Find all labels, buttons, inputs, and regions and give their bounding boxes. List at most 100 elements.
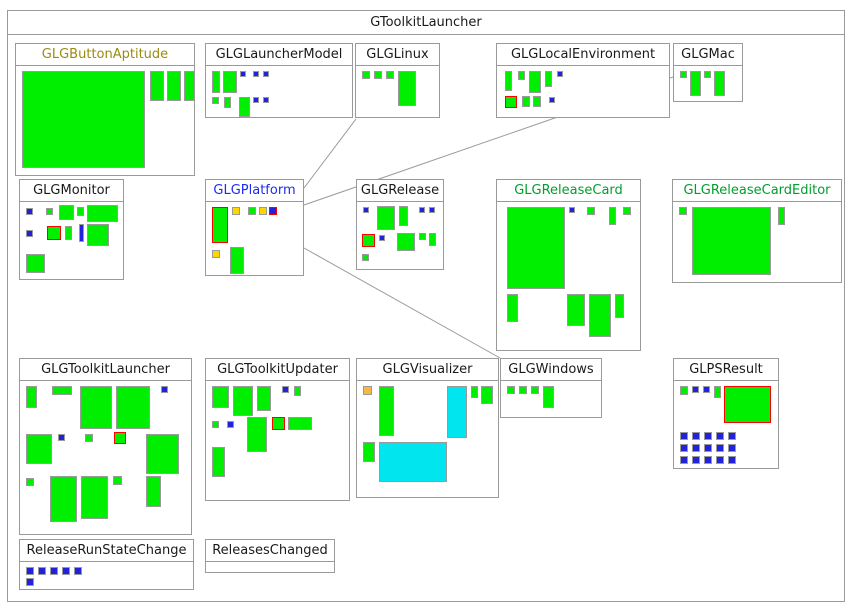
method-cell[interactable] [212, 207, 228, 243]
method-cell[interactable] [704, 456, 712, 464]
method-cell[interactable] [212, 71, 220, 93]
method-cell[interactable] [399, 206, 408, 226]
method-cell[interactable] [146, 476, 161, 507]
method-cell[interactable] [52, 386, 72, 395]
method-cell[interactable] [230, 247, 244, 274]
method-cell[interactable] [38, 567, 46, 575]
method-cell[interactable] [680, 432, 688, 440]
method-cell[interactable] [50, 567, 58, 575]
method-cell[interactable] [728, 432, 736, 440]
method-cell[interactable] [65, 226, 72, 240]
class-box-glgrelease-card-editor[interactable]: GLGReleaseCardEditor [672, 179, 842, 283]
method-cell[interactable] [543, 386, 554, 408]
method-cell[interactable] [569, 207, 575, 213]
class-box-glgmonitor[interactable]: GLGMonitor [19, 179, 124, 280]
class-box-glgwindows[interactable]: GLGWindows [500, 358, 602, 418]
method-cell[interactable] [429, 233, 436, 246]
method-cell[interactable] [531, 386, 539, 394]
method-cell[interactable] [692, 207, 771, 275]
method-cell[interactable] [87, 224, 109, 246]
method-cell[interactable] [26, 230, 33, 237]
method-cell[interactable] [259, 207, 267, 215]
method-cell[interactable] [519, 386, 527, 394]
method-cell[interactable] [50, 476, 77, 522]
class-box-glgplatform[interactable]: GLGPlatform [205, 179, 304, 276]
method-cell[interactable] [263, 97, 269, 103]
method-cell[interactable] [377, 206, 395, 230]
method-cell[interactable] [26, 434, 52, 464]
method-cell[interactable] [680, 386, 688, 395]
method-cell[interactable] [690, 71, 701, 96]
method-cell[interactable] [282, 386, 289, 393]
class-box-glgbutton-aptitude[interactable]: GLGButtonAptitude [15, 43, 195, 176]
class-box-glpsresult[interactable]: GLPSResult [673, 358, 779, 469]
method-cell[interactable] [77, 207, 84, 216]
class-box-releases-changed[interactable]: ReleasesChanged [205, 539, 335, 573]
method-cell[interactable] [549, 97, 555, 103]
method-cell[interactable] [362, 71, 370, 79]
method-cell[interactable] [263, 71, 269, 77]
class-box-release-run-state-change[interactable]: ReleaseRunStateChange [19, 539, 194, 590]
class-box-glgrelease[interactable]: GLGRelease [356, 179, 444, 270]
method-cell[interactable] [80, 386, 112, 429]
method-cell[interactable] [778, 207, 785, 225]
method-cell[interactable] [704, 71, 711, 78]
method-cell[interactable] [386, 71, 394, 79]
method-cell[interactable] [233, 386, 253, 416]
method-cell[interactable] [680, 444, 688, 452]
method-cell[interactable] [212, 97, 219, 104]
method-cell[interactable] [505, 71, 512, 91]
method-cell[interactable] [46, 208, 53, 215]
method-cell[interactable] [379, 442, 447, 482]
method-cell[interactable] [288, 417, 312, 430]
method-cell[interactable] [518, 71, 525, 80]
class-box-glgtoolkit-launcher[interactable]: GLGToolkitLauncher [19, 358, 192, 535]
method-cell[interactable] [269, 207, 277, 215]
method-cell[interactable] [272, 417, 285, 430]
method-cell[interactable] [294, 386, 301, 396]
method-cell[interactable] [615, 294, 624, 318]
method-cell[interactable] [703, 386, 710, 393]
method-cell[interactable] [58, 434, 65, 441]
class-box-glgmac[interactable]: GLGMac [673, 43, 743, 102]
method-cell[interactable] [429, 207, 435, 213]
method-cell[interactable] [212, 421, 219, 428]
method-cell[interactable] [212, 386, 229, 408]
method-cell[interactable] [716, 444, 724, 452]
class-box-glgrelease-card[interactable]: GLGReleaseCard [496, 179, 641, 351]
method-cell[interactable] [212, 250, 220, 258]
method-cell[interactable] [62, 567, 70, 575]
method-cell[interactable] [26, 386, 37, 408]
class-box-glglinux[interactable]: GLGLinux [355, 43, 440, 118]
class-box-glgtoolkit-updater[interactable]: GLGToolkitUpdater [205, 358, 350, 501]
method-cell[interactable] [47, 226, 61, 240]
method-cell[interactable] [724, 386, 771, 423]
method-cell[interactable] [113, 476, 122, 485]
method-cell[interactable] [232, 207, 240, 215]
method-cell[interactable] [680, 71, 687, 78]
method-cell[interactable] [728, 444, 736, 452]
method-cell[interactable] [471, 386, 478, 398]
method-cell[interactable] [363, 207, 369, 213]
method-cell[interactable] [447, 386, 467, 438]
method-cell[interactable] [692, 386, 699, 393]
method-cell[interactable] [419, 207, 425, 213]
method-cell[interactable] [704, 444, 712, 452]
method-cell[interactable] [85, 434, 93, 442]
method-cell[interactable] [114, 432, 126, 444]
method-cell[interactable] [419, 233, 426, 240]
method-cell[interactable] [167, 71, 181, 101]
class-box-glglauncher-model[interactable]: GLGLauncherModel [205, 43, 353, 118]
method-cell[interactable] [567, 294, 585, 326]
method-cell[interactable] [81, 476, 108, 519]
method-cell[interactable] [507, 386, 515, 394]
class-box-glgvisualizer[interactable]: GLGVisualizer [356, 358, 499, 498]
method-cell[interactable] [253, 97, 259, 103]
method-cell[interactable] [507, 294, 518, 322]
method-cell[interactable] [714, 386, 721, 398]
method-cell[interactable] [223, 71, 237, 93]
method-cell[interactable] [507, 207, 565, 289]
method-cell[interactable] [26, 478, 34, 486]
method-cell[interactable] [26, 567, 34, 575]
method-cell[interactable] [26, 208, 33, 215]
